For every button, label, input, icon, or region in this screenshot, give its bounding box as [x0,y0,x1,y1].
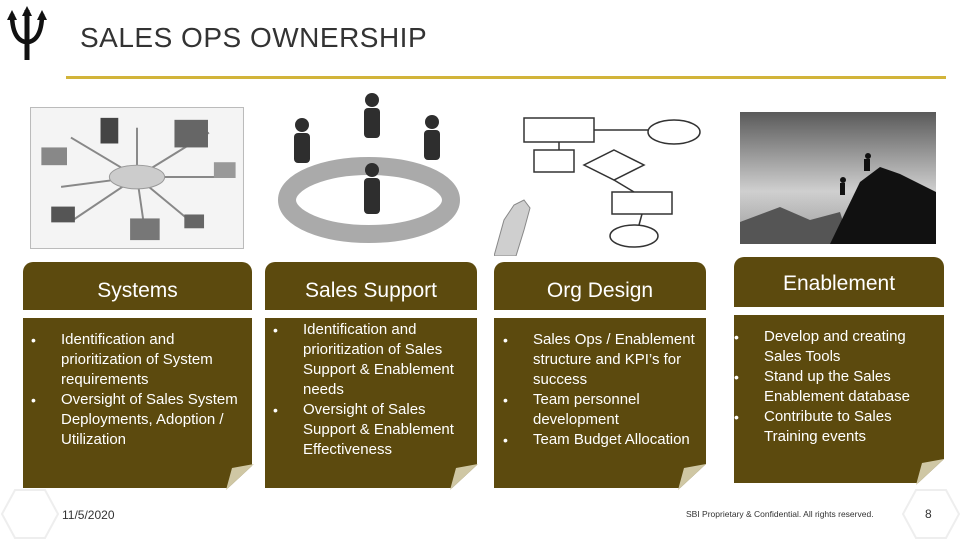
page-number: 8 [925,507,932,521]
bullet-item: Stand up the Sales Enablement database [734,367,938,407]
card-heading-text: Sales Support [305,279,437,302]
bullet-item: Team Budget Allocation [503,430,700,450]
card-org-design-body: Sales Ops / Enablement structure and KPI… [494,318,706,488]
people-cycle-image [262,90,476,248]
bullet-item: Contribute to Sales Training events [734,407,938,447]
page-curl-icon [226,464,254,490]
card-heading-text: Org Design [546,279,654,302]
network-devices-image [30,107,244,249]
flowchart-hand-image [494,110,708,256]
card-sales-support-body: Identification and prioritization of Sal… [265,318,477,488]
bullet-item: Oversight of Sales System Deployments, A… [31,390,242,450]
title-underline [66,76,946,79]
card-org-design-heading: Org Design [494,262,706,310]
trident-logo-icon [7,6,47,60]
card-systems-heading: Systems [23,262,252,310]
bullet-item: Team personnel development [503,390,700,430]
page-title: SALES OPS OWNERSHIP [80,22,428,53]
page-curl-icon [678,464,706,490]
bullet-item: Sales Ops / Enablement structure and KPI… [503,330,700,390]
hexagon-decoration-icon [902,489,960,539]
footer-date: 11/5/2020 [62,508,115,522]
card-enablement-heading: Enablement [734,257,944,307]
bullet-item: Identification and prioritization of Sal… [273,320,471,400]
footer-confidential: SBI Proprietary & Confidential. All righ… [686,509,874,519]
page-curl-icon [916,459,944,485]
card-enablement-body: Develop and creating Sales Tools Stand u… [734,315,944,483]
hexagon-decoration-icon [0,489,60,539]
bullet-item: Develop and creating Sales Tools [734,327,938,367]
card-heading-text: Systems [97,279,178,302]
climbers-silhouette-image [740,112,936,244]
card-sales-support-heading: Sales Support [265,262,477,310]
card-systems-body: Identification and prioritization of Sys… [23,318,252,488]
page-curl-icon [450,464,478,490]
bullet-item: Identification and prioritization of Sys… [31,330,242,390]
card-heading-text: Enablement [782,272,896,295]
bullet-item: Oversight of Sales Support & Enablement … [273,400,471,460]
